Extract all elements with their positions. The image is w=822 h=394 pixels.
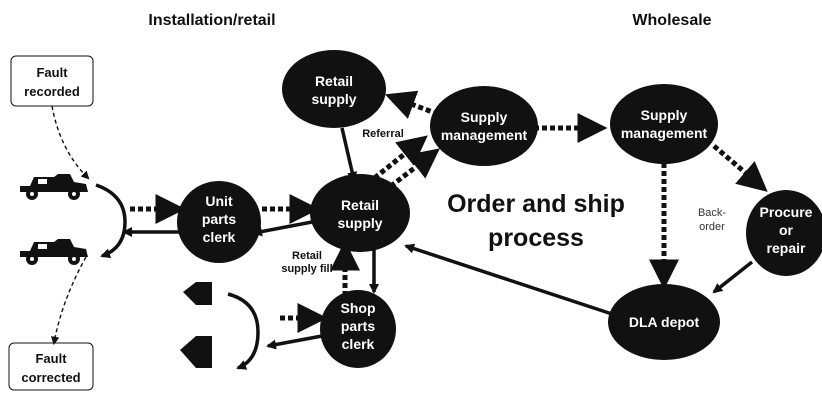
node-label: DLA depot: [629, 314, 700, 330]
vehicle-repair-cycle-arrow: [95, 183, 127, 259]
node-label: or: [779, 222, 794, 238]
node-retail-supply-top: Retail supply: [282, 50, 386, 128]
header-wholesale: Wholesale: [632, 12, 711, 29]
center-title-line1: Order and ship: [447, 190, 625, 218]
node-label: Unit: [205, 193, 233, 209]
fault-recorded-line1: Fault: [36, 65, 68, 80]
arrow-retail-supply-to-unit-clerk: [252, 220, 313, 237]
arrow-shop-clerk-to-shop: [266, 334, 323, 350]
node-label: Procure: [760, 204, 813, 220]
node-label: supply: [337, 215, 382, 231]
node-label: Retail: [315, 73, 353, 89]
fault-corrected-box: Fault corrected: [8, 342, 94, 391]
node-retail-supply-main: Retail supply: [310, 174, 410, 252]
arrow-wholesale-to-procure: [712, 144, 768, 192]
node-label: Retail: [341, 197, 379, 213]
center-title-line2: process: [488, 224, 584, 252]
fault-corrected-line1: Fault: [35, 351, 67, 366]
fault-recorded-box: Fault recorded: [10, 55, 94, 107]
node-supply-management-retail: Supply management: [430, 86, 538, 166]
node-label: clerk: [342, 336, 375, 352]
node-label: management: [621, 125, 708, 141]
label-referral: Referral: [362, 128, 404, 140]
shop-parts-icon: [180, 282, 212, 368]
label-back-order-2: order: [699, 221, 725, 233]
military-truck-icon: [20, 174, 88, 200]
fault-corrected-line2: corrected: [21, 370, 80, 385]
node-label: Shop: [341, 300, 376, 316]
fault-recorded-connector: [51, 105, 90, 180]
node-supply-management-wholesale: Supply management: [610, 84, 718, 164]
arrow-procure-to-dla-depot: [712, 260, 754, 294]
node-label: management: [441, 127, 528, 143]
arrow-retail-top-to-retail-supply: [340, 127, 358, 182]
node-label: parts: [341, 318, 375, 334]
fault-recorded-line2: recorded: [24, 84, 80, 99]
node-label: supply: [311, 91, 356, 107]
fault-corrected-connector: [51, 256, 87, 346]
node-shop-parts-clerk: Shop parts clerk: [320, 290, 396, 368]
arrow-dla-depot-to-retail-supply: [404, 243, 613, 316]
label-retail-supply-fill-1: Retail: [292, 250, 322, 262]
label-retail-supply-fill-2: supply fill: [281, 263, 332, 275]
node-label: parts: [202, 211, 236, 227]
shop-repair-cycle-arrow: [227, 292, 260, 370]
node-dla-depot: DLA depot: [608, 284, 720, 360]
node-unit-parts-clerk: Unit parts clerk: [177, 181, 261, 263]
node-label: repair: [767, 240, 806, 256]
arrow-mgmt-to-retail-supply-top: [384, 90, 439, 119]
header-installation-retail: Installation/retail: [148, 12, 275, 29]
node-label: Supply: [641, 107, 688, 123]
node-procure-or-repair: Procure or repair: [746, 190, 822, 276]
node-label: clerk: [203, 229, 236, 245]
label-back-order-1: Back-: [698, 207, 726, 219]
node-label: Supply: [461, 109, 508, 125]
military-truck-icon: [20, 239, 88, 265]
